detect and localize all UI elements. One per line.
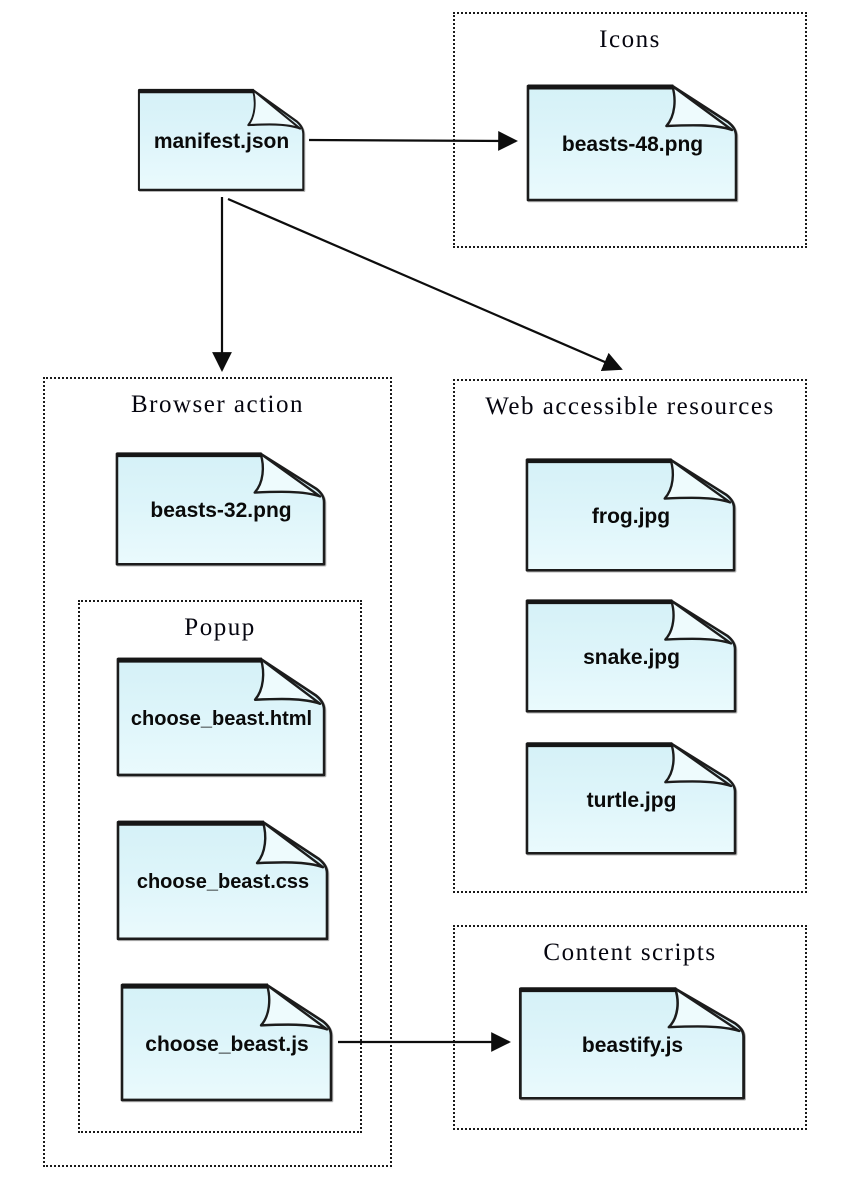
- group-browser-action: Browser action: [43, 377, 392, 1167]
- file-choose-beast-css: choose_beast.css: [113, 815, 333, 946]
- document-icon: [116, 820, 329, 941]
- file-beasts-32-png: beasts-32.png: [112, 447, 330, 571]
- file-manifest-json: manifest.json: [135, 84, 308, 196]
- file-label: choose_beast.html: [130, 707, 313, 730]
- group-title-browser-action: Browser action: [130, 391, 305, 418]
- document-icon: [525, 599, 737, 713]
- file-label: beasts-32.png: [150, 499, 292, 522]
- document-icon: [518, 987, 745, 1100]
- group-title-popup: Popup: [184, 614, 256, 641]
- group-web-accessible-resources: Web accessible resources: [453, 379, 807, 893]
- file-turtle-jpg: turtle.jpg: [522, 737, 741, 860]
- group-title-icons: Icons: [599, 26, 661, 53]
- file-label: beastify.js: [581, 1033, 684, 1057]
- document-icon: [525, 742, 737, 855]
- group-content-scripts: Content scripts: [453, 925, 807, 1130]
- file-label: snake.jpg: [583, 646, 680, 669]
- file-label: frog.jpg: [591, 505, 671, 528]
- group-icons: Icons: [453, 12, 807, 248]
- document-icon: [115, 452, 326, 566]
- document-icon: [116, 657, 326, 777]
- file-label: manifest.json: [153, 130, 290, 153]
- file-choose-beast-js: choose_beast.js: [117, 978, 337, 1107]
- group-title-content-scripts: Content scripts: [543, 939, 717, 966]
- file-label: choose_beast.css: [136, 871, 310, 893]
- file-frog-jpg: frog.jpg: [522, 453, 740, 577]
- file-label: choose_beast.js: [145, 1032, 309, 1056]
- file-beasts-48-png: beasts-48.png: [523, 79, 742, 207]
- file-label: beasts-48.png: [561, 133, 704, 156]
- document-icon: [525, 458, 736, 572]
- file-label: turtle.jpg: [586, 788, 677, 812]
- group-popup: Popup: [78, 600, 362, 1133]
- document-icon: [137, 88, 305, 192]
- document-icon: [526, 84, 738, 202]
- file-beastify-js: beastify.js: [515, 982, 750, 1105]
- file-choose-beast-html: choose_beast.html: [113, 652, 330, 782]
- group-title-web-accessible-resources: Web accessible resources: [485, 393, 775, 420]
- document-icon: [120, 983, 333, 1102]
- file-snake-jpg: snake.jpg: [522, 594, 741, 718]
